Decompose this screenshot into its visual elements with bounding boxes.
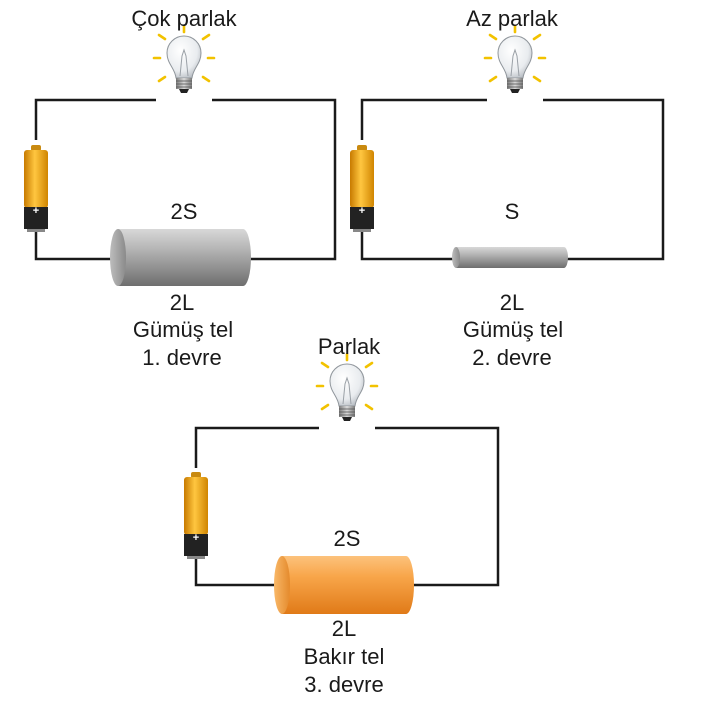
- circuit-1-brightness-label: Çok parlak: [131, 6, 237, 31]
- circuit-3-material-label: Bakır tel: [303, 644, 385, 669]
- circuit-3-battery-sign: +: [193, 532, 199, 544]
- circuit-1-conductor: [110, 229, 251, 286]
- circuit-1: +: [22, 24, 337, 286]
- circuit-2-battery-sign: +: [359, 205, 365, 217]
- circuit-2-wire: [360, 98, 665, 261]
- circuit-1-material-label: Gümüş tel: [132, 317, 234, 342]
- circuit-3-area-label: 2S: [333, 526, 361, 551]
- circuit-2-name-label: 2. devre: [472, 345, 552, 370]
- circuit-2-material-label: Gümüş tel: [462, 317, 564, 342]
- circuit-1-name-label: 1. devre: [142, 345, 222, 370]
- circuit-2-bulb-icon: [483, 24, 547, 95]
- circuit-1-battery-sign: +: [33, 205, 39, 217]
- circuit-2-brightness-label: Az parlak: [466, 6, 558, 31]
- circuit-3-battery-icon: [184, 472, 208, 559]
- circuit-3-brightness-label: Parlak: [317, 334, 381, 359]
- circuit-3: +: [182, 352, 500, 614]
- circuit-2-area-label: S: [504, 199, 520, 224]
- circuit-3-length-label: 2L: [331, 616, 357, 641]
- circuit-3-name-label: 3. devre: [304, 672, 384, 697]
- circuit-1-bulb-icon: [152, 24, 216, 95]
- circuit-1-area-label: 2S: [170, 199, 198, 224]
- circuit-3-bulb-icon: [315, 352, 379, 423]
- circuit-1-battery-icon: [24, 145, 48, 232]
- circuit-2-length-label: 2L: [499, 290, 525, 315]
- circuit-2-conductor: [452, 247, 568, 268]
- circuit-3-conductor: [274, 556, 414, 614]
- circuit-2: +: [348, 24, 665, 268]
- circuit-2-battery-icon: [350, 145, 374, 232]
- circuit-1-length-label: 2L: [169, 290, 195, 315]
